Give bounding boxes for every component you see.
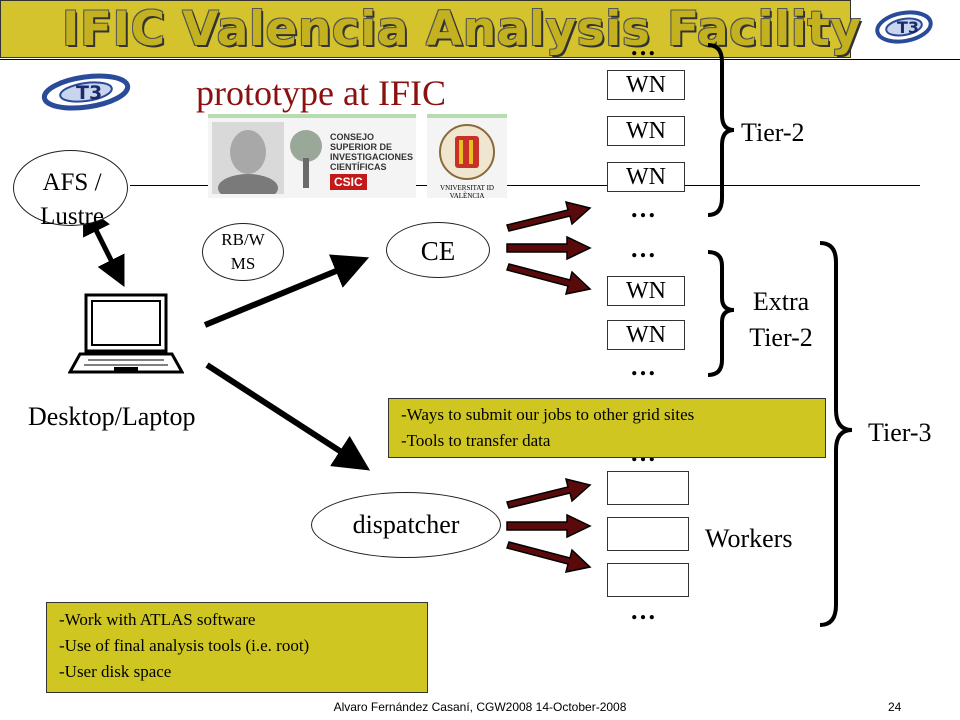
tier2-brace: [707, 43, 735, 217]
grid-note: -Ways to submit our jobs to other grid s…: [388, 398, 826, 458]
laptop-icon: [68, 293, 184, 374]
csic-logo: CONSEJO SUPERIOR DE INVESTIGACIONES CIEN…: [208, 114, 416, 198]
wn-box: WN: [607, 162, 685, 192]
desktop-label: Desktop/Laptop: [28, 402, 196, 431]
rbwms-node: [202, 223, 284, 281]
t3-logo-icon-left: T3: [41, 73, 131, 111]
ellipsis-extra-bottom: …: [630, 352, 657, 381]
workers-label: Workers: [705, 524, 793, 553]
afs-label: AFS / Lustre: [40, 169, 104, 230]
tree-emblem-icon: [290, 130, 322, 188]
subtitle: prototype at IFIC: [196, 73, 446, 113]
afs-node: [13, 150, 128, 226]
worker-box: [607, 563, 689, 597]
t3-logo-icon: T3: [875, 10, 933, 44]
laptop-ce-arrow: [203, 254, 370, 328]
wn-box: WN: [607, 116, 685, 146]
ce-fanout-arrows: [506, 200, 592, 295]
uv-logo-text: VNIVERSITAT ID VALÈNCIA: [440, 184, 494, 200]
title-rule: [0, 59, 960, 60]
local-note-line: -Use of final analysis tools (i.e. root): [59, 636, 310, 655]
extra-label-line-2: Tier-2: [749, 323, 813, 352]
laptop-dispatcher-arrow: [205, 362, 371, 471]
extra-label-line-1: Extra: [752, 287, 810, 316]
local-note-line: -Work with ATLAS software: [59, 610, 256, 629]
page-number: 24: [888, 700, 902, 714]
ellipsis-top: …: [630, 32, 657, 61]
tier3-brace: [819, 241, 853, 627]
rbwms-label: RB/W MS: [202, 228, 284, 276]
wn-box: WN: [607, 320, 685, 350]
uv-seal-icon: [439, 124, 495, 180]
dispatcher-node: dispatcher: [311, 492, 501, 558]
csic-line-2: SUPERIOR DE: [330, 142, 393, 152]
ellipsis-workers-bottom: …: [630, 596, 657, 625]
tier3-label: Tier-3: [868, 418, 932, 447]
ellipsis-tier2-bottom: …: [630, 194, 657, 223]
slide-title: IFIC Valencia Analysis Facility: [62, 2, 862, 57]
wn-box: WN: [607, 70, 685, 100]
worker-box: [607, 517, 689, 551]
grid-note-line: -Ways to submit our jobs to other grid s…: [401, 405, 695, 424]
wn-box: WN: [607, 276, 685, 306]
uv-logo: VNIVERSITAT ID VALÈNCIA: [427, 114, 507, 200]
title-bar: [0, 0, 851, 58]
afs-laptop-arrow: [83, 204, 125, 287]
local-note-line: -User disk space: [59, 662, 172, 681]
ce-node: CE: [386, 222, 490, 278]
rbwms-line-1: RB/W: [221, 230, 265, 249]
rbwms-line-2: MS: [230, 254, 256, 273]
dispatcher-fanout-arrows: [506, 477, 592, 573]
portrait-image-icon: [212, 122, 284, 194]
csic-line-4: CIENTÍFICAS: [330, 162, 387, 172]
svg-text:T3: T3: [897, 18, 919, 37]
footer: Alvaro Fernández Casaní, CGW2008 14-Octo…: [333, 700, 627, 714]
csic-line-3: INVESTIGACIONES: [330, 152, 414, 162]
local-note: -Work with ATLAS software -Use of final …: [46, 602, 428, 693]
extra-tier2-label: Extra Tier-2: [741, 284, 821, 356]
csic-badge: CSIC: [330, 174, 367, 190]
divider-line: [130, 185, 920, 186]
ellipsis-extra-top: …: [630, 234, 657, 263]
worker-box: [607, 471, 689, 505]
tier2-label: Tier-2: [741, 118, 805, 147]
svg-text:T3: T3: [76, 82, 102, 104]
csic-line-1: CONSEJO: [330, 132, 375, 142]
extra-tier2-brace: [707, 250, 735, 377]
grid-note-line: -Tools to transfer data: [401, 431, 551, 450]
